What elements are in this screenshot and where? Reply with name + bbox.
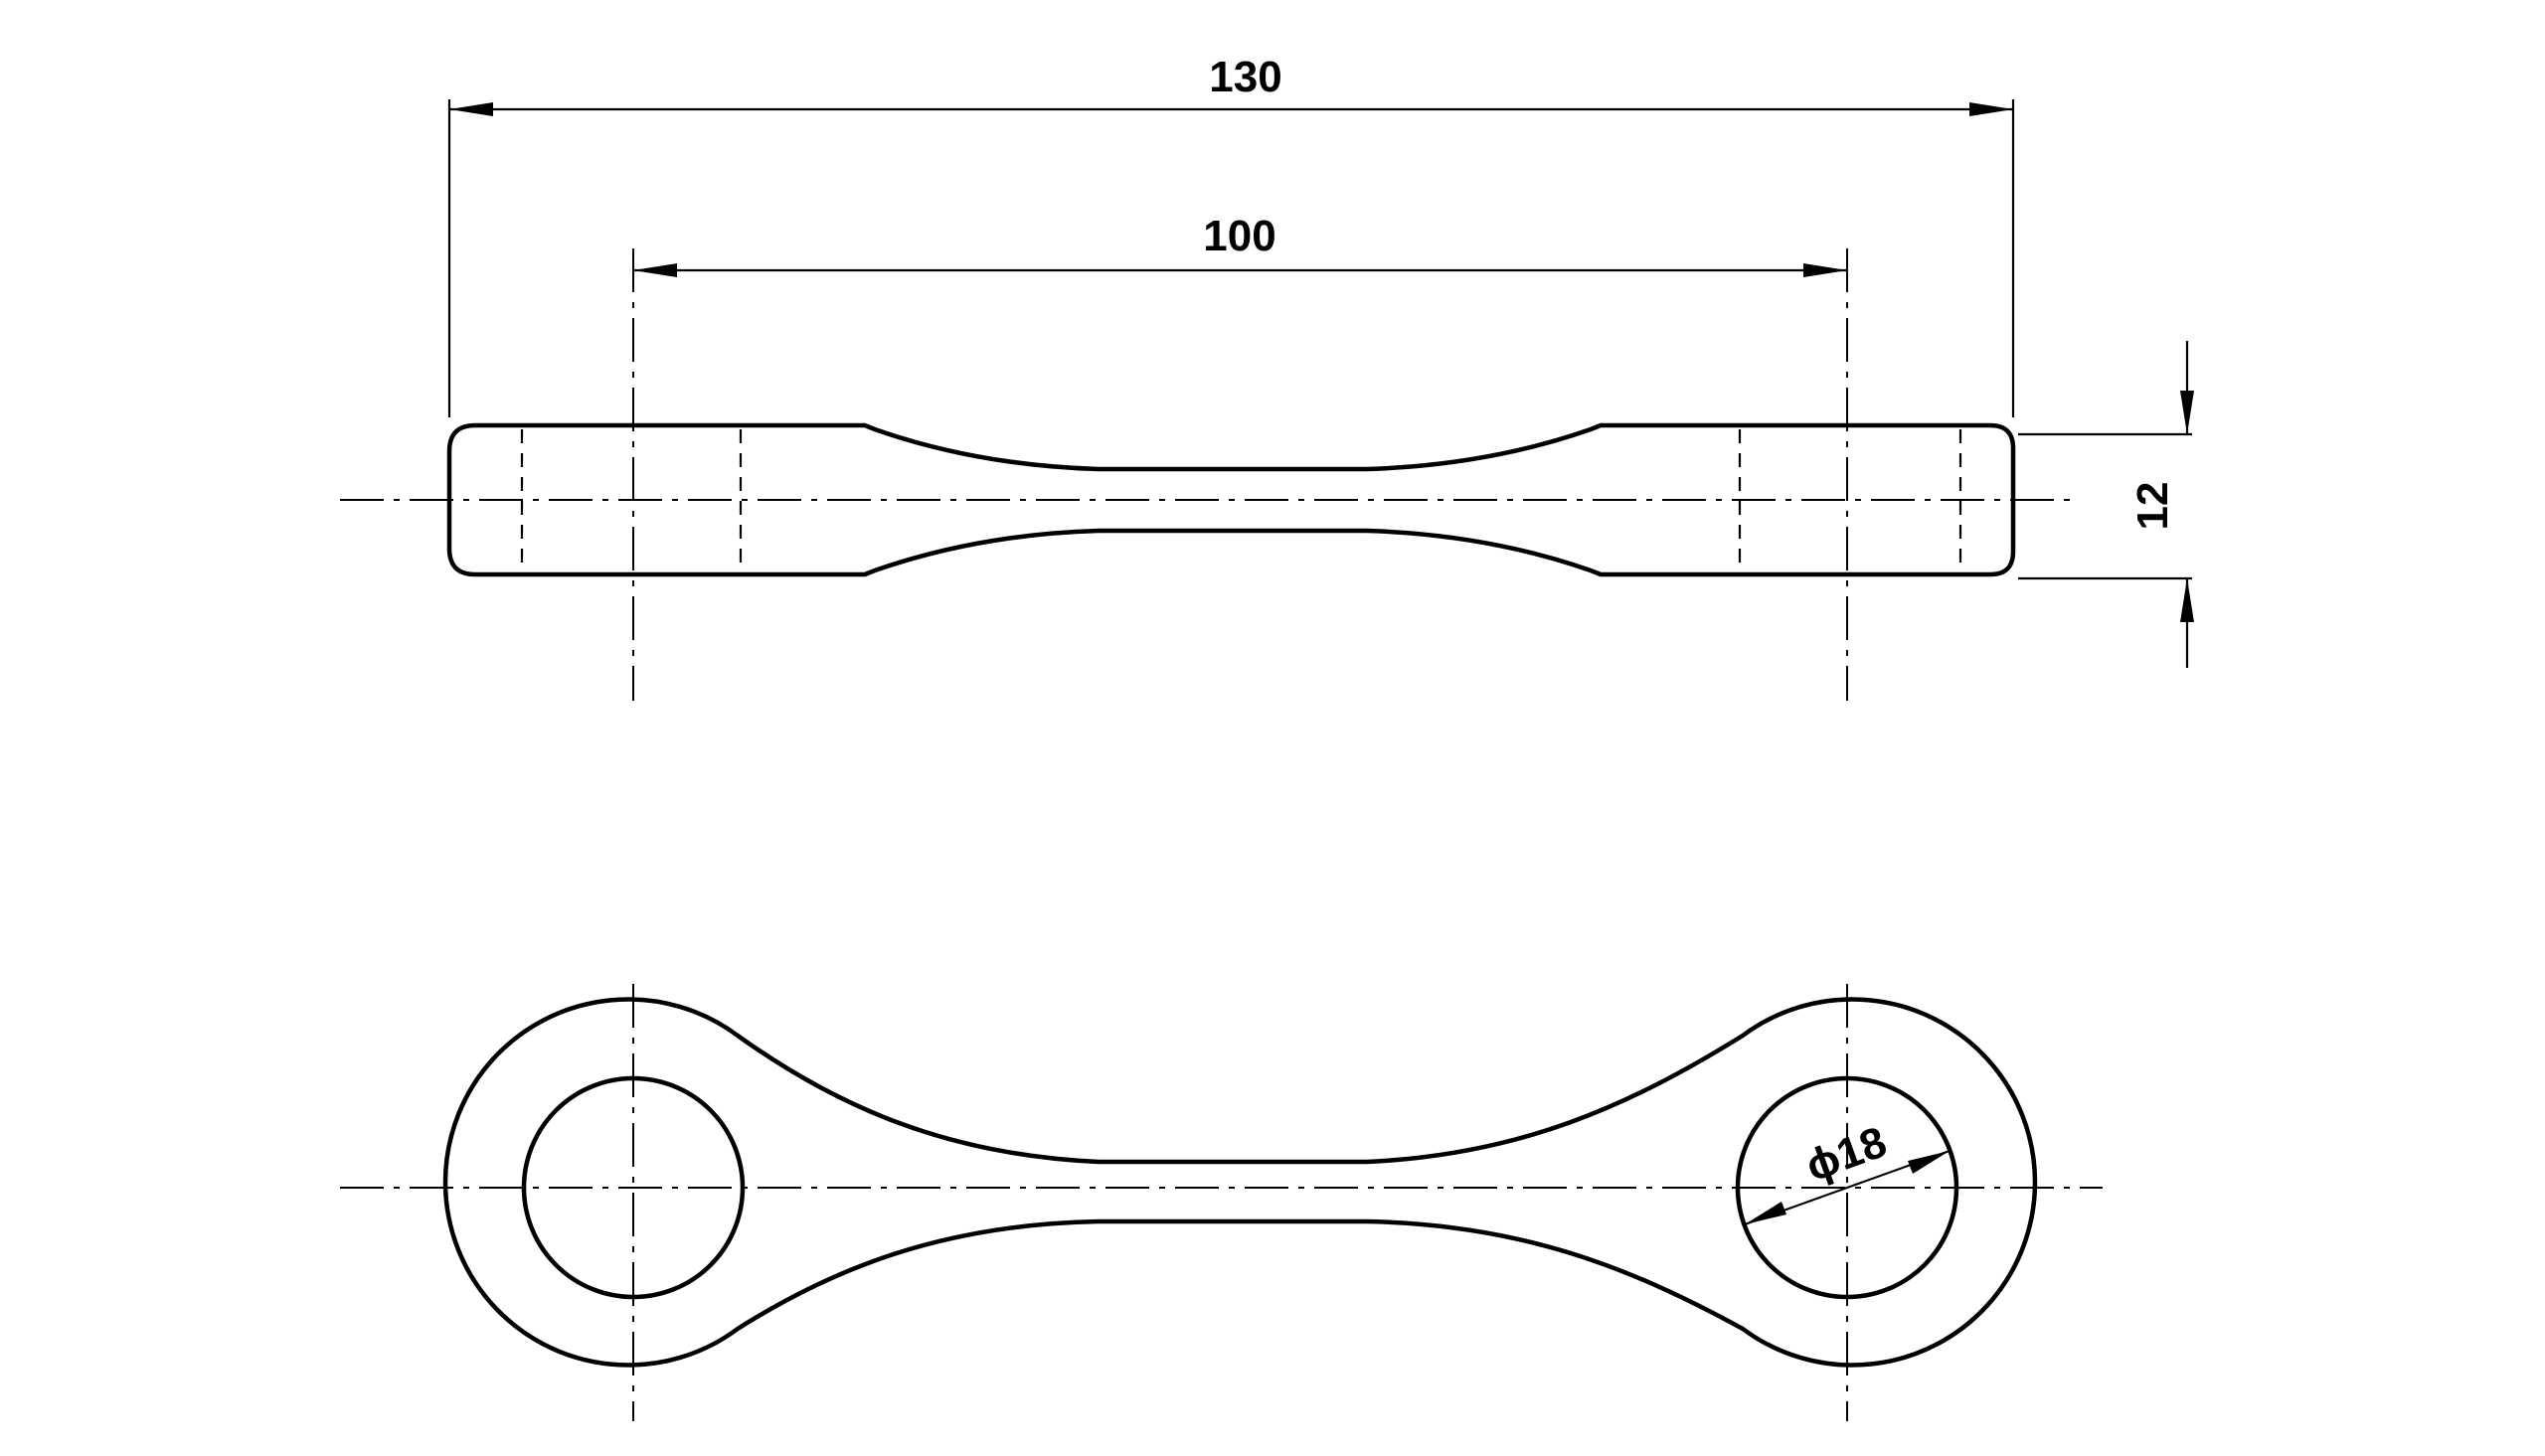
plan-view-outline xyxy=(442,997,2038,1368)
side-view-outline xyxy=(446,422,2016,577)
dimension-overall-length: 130 xyxy=(447,53,2015,417)
side-view xyxy=(340,248,2073,701)
plan-view xyxy=(340,984,2103,1421)
dimension-hole-diameter: ϕ18 xyxy=(1744,1117,1951,1226)
dimension-text-phi18: ϕ18 xyxy=(1799,1117,1893,1191)
arrowhead-lower-left xyxy=(1745,1202,1786,1224)
dimension-thickness: 12 xyxy=(2018,341,2194,668)
arrowhead-upper-right xyxy=(1908,1151,1950,1174)
arrowhead-right xyxy=(1803,263,1847,277)
dimension-text-100: 100 xyxy=(1203,212,1275,260)
dimension-text-12: 12 xyxy=(2128,482,2177,531)
arrowhead-left xyxy=(449,102,493,116)
dimension-hole-spacing: 100 xyxy=(633,212,1847,277)
dimension-text-130: 130 xyxy=(1209,53,1281,101)
arrowhead-up xyxy=(2180,578,2194,622)
arrowhead-down xyxy=(2180,391,2194,434)
arrowhead-right xyxy=(1969,102,2013,116)
arrowhead-left xyxy=(633,263,677,277)
